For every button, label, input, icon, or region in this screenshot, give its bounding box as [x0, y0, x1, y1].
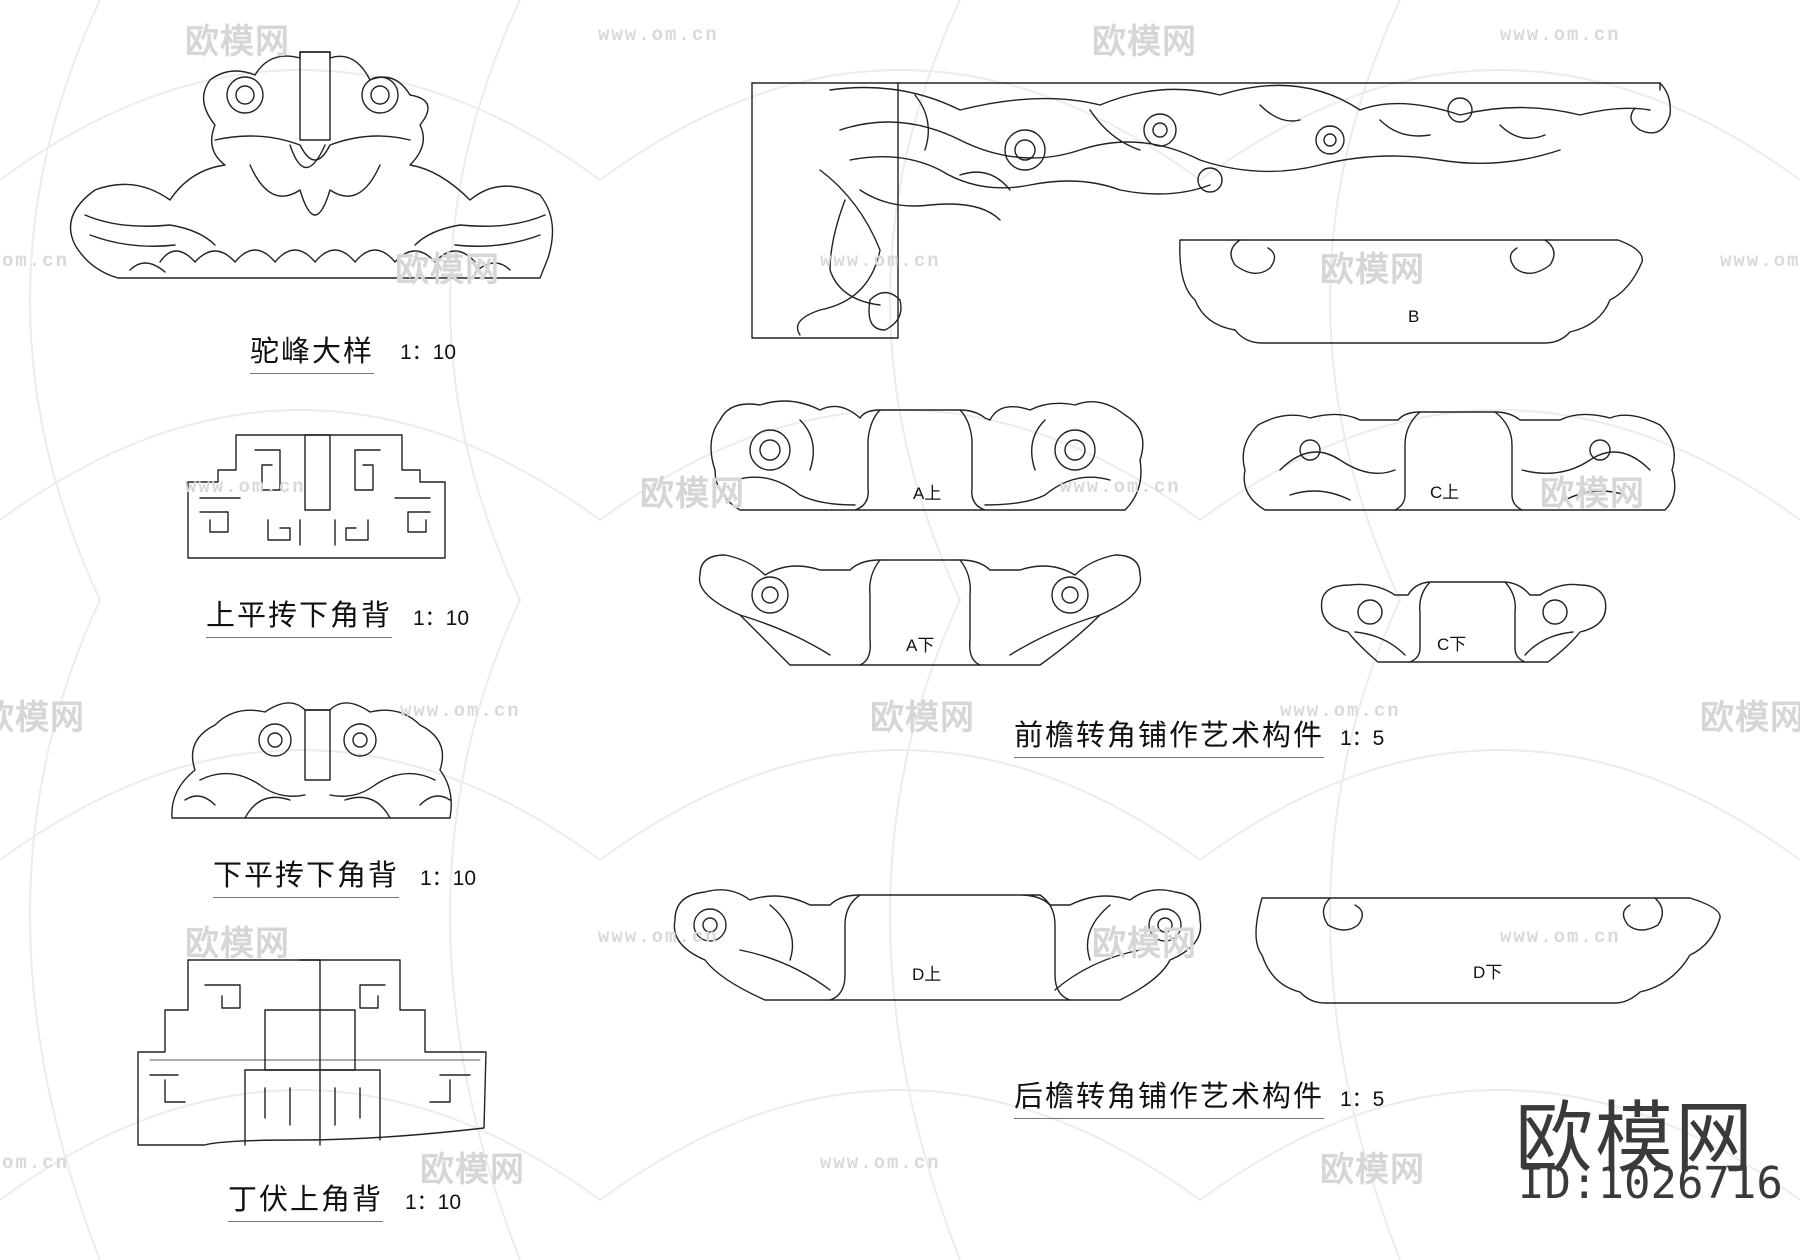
tuofeng-label: 驼峰大样 — [250, 328, 375, 374]
watermark-logo: 欧模网 — [1092, 22, 1197, 62]
part-a-down-drawing — [698, 554, 1142, 666]
part-c-down-tag: C下 — [1437, 635, 1467, 654]
watermark-url: www.om.cn — [1280, 700, 1401, 722]
watermark-url: www.om.cn — [1720, 250, 1800, 272]
brand-name: 欧模网 — [1515, 1094, 1756, 1184]
watermark-logo: 欧模网 — [1320, 1150, 1425, 1190]
watermark-url: www.om.cn — [185, 476, 306, 498]
watermark-url: www.om.cn — [598, 926, 719, 948]
watermark-logo: 欧模网 — [870, 698, 975, 738]
dingfu-scale: 1：10 — [405, 1191, 462, 1214]
part-a-up-tag: A上 — [913, 484, 942, 503]
watermark-logo: 欧模网 — [185, 22, 290, 62]
watermark-logo: 欧模网 — [1092, 924, 1197, 964]
tuofeng-detail-drawing — [69, 51, 554, 279]
watermark-logo: 欧模网 — [1540, 474, 1645, 514]
part-c-up-tag: C上 — [1430, 483, 1460, 502]
part-b-drawing — [1179, 239, 1643, 344]
watermark-url: www.om.cn — [820, 1152, 941, 1174]
watermark-url: www.om.cn — [1060, 476, 1181, 498]
part-b-tag: B — [1408, 307, 1420, 326]
watermark-logo: 欧模网 — [0, 698, 85, 738]
qianyan-label: 前檐转角铺作艺术构件 — [1014, 712, 1325, 758]
shangping-scale: 1：10 — [413, 607, 470, 630]
part-a-down-tag: A下 — [906, 636, 935, 655]
part-c-up-drawing — [1242, 411, 1676, 511]
watermark-logo: 欧模网 — [1700, 698, 1800, 738]
qianyan-scale: 1：5 — [1340, 727, 1385, 750]
watermark-logo: 欧模网 — [420, 1150, 525, 1190]
watermark-logo: 欧模网 — [395, 250, 500, 290]
xiaping-label: 下平抟下角背 — [213, 852, 400, 898]
watermark-url: om.cn — [2, 1152, 70, 1174]
watermark-url: www.om.cn — [820, 250, 941, 272]
part-d-up-tag: D上 — [912, 965, 942, 984]
shangping-jiaobei-drawing — [187, 434, 446, 559]
part-d-down-drawing — [1255, 897, 1721, 1004]
watermark-url: www.om.cn — [400, 700, 521, 722]
xiaping-scale: 1：10 — [420, 867, 477, 890]
watermark-logo: 欧模网 — [185, 924, 290, 964]
watermark-url: www.om.cn — [1500, 926, 1621, 948]
watermark-url: www.om.cn — [598, 24, 719, 46]
brand-id: ID:1026716 — [1518, 1158, 1783, 1209]
watermark-logo: 欧模网 — [640, 474, 745, 514]
houyan-scale: 1：5 — [1340, 1088, 1385, 1111]
houyan-label: 后檐转角铺作艺术构件 — [1014, 1073, 1325, 1119]
part-a-up-drawing — [710, 400, 1144, 511]
dingfu-jiaobei-drawing — [137, 959, 487, 1146]
watermark-logo: 欧模网 — [1320, 250, 1425, 290]
part-d-down-tag: D下 — [1473, 963, 1503, 982]
watermark-url: www.om.cn — [1500, 24, 1621, 46]
part-d-up-drawing — [673, 889, 1202, 1001]
dingfu-label: 丁伏上角背 — [228, 1176, 384, 1222]
part-c-down-drawing — [1320, 581, 1607, 663]
watermark-url: om.cn — [2, 250, 70, 272]
corner-dragon-bracket-drawing — [751, 82, 1671, 339]
shangping-label: 上平抟下角背 — [206, 592, 393, 638]
tuofeng-scale: 1：10 — [400, 341, 457, 364]
xiaping-jiaobei-drawing — [171, 702, 452, 819]
